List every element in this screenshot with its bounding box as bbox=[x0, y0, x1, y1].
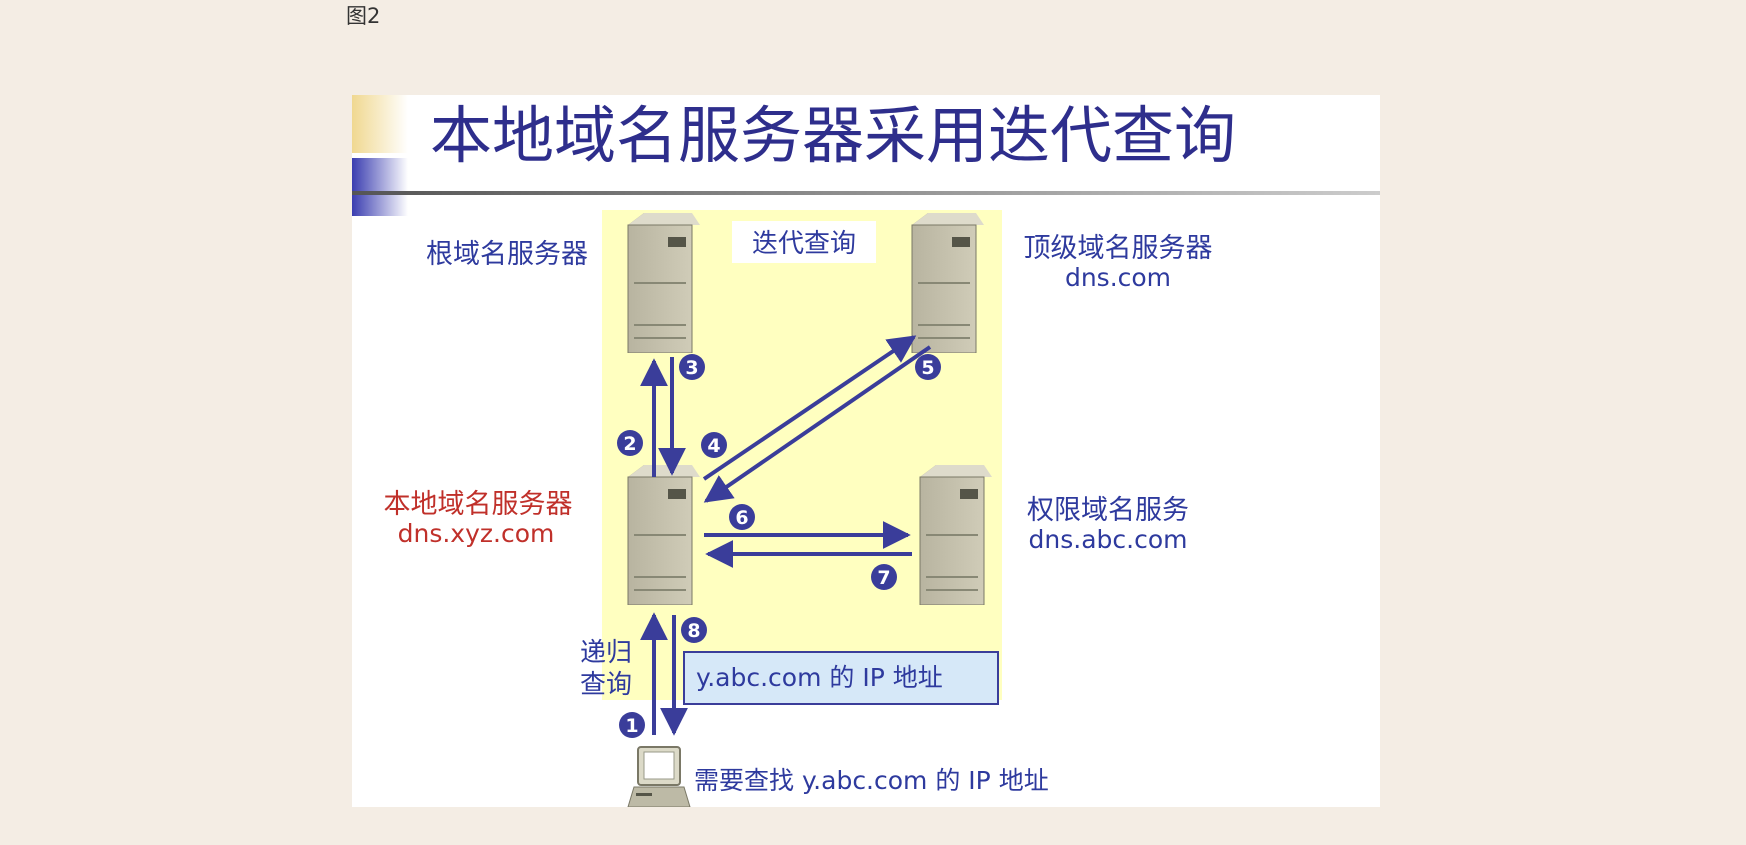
recursive-label-line2: 查询 bbox=[580, 670, 632, 700]
title-accent-yellow bbox=[352, 95, 408, 153]
auth-server-name: 权限域名服务 bbox=[1027, 495, 1189, 526]
svg-text:6: 6 bbox=[735, 507, 748, 529]
svg-text:2: 2 bbox=[623, 433, 636, 455]
answer-box-text: y.abc.com 的 IP 地址 bbox=[696, 663, 943, 692]
answer-box bbox=[683, 651, 999, 705]
auth-server-host: dns.abc.com bbox=[1029, 525, 1188, 554]
tld-server-name: 顶级域名服务器 bbox=[1024, 233, 1213, 264]
step-badge-4: 4 bbox=[701, 432, 727, 458]
title-rule bbox=[352, 191, 1380, 195]
svg-text:4: 4 bbox=[707, 435, 720, 457]
title-accent-blue bbox=[352, 158, 408, 216]
dns-iterative-query-diagram: 本地域名服务器采用迭代查询 迭代查询 根域名服务器 顶级域名服务器 dns.co… bbox=[352, 95, 1380, 807]
svg-text:3: 3 bbox=[685, 357, 698, 379]
iterative-label: 迭代查询 bbox=[752, 229, 856, 259]
step-badge-8: 8 bbox=[681, 617, 707, 643]
step-badge-2: 2 bbox=[617, 430, 643, 456]
tld-server-host: dns.com bbox=[1065, 263, 1171, 292]
step-badge-1: 1 bbox=[619, 712, 645, 738]
svg-text:1: 1 bbox=[625, 715, 638, 737]
svg-text:7: 7 bbox=[877, 567, 890, 589]
figure-caption: 图2 bbox=[346, 4, 381, 28]
step-badge-7: 7 bbox=[871, 564, 897, 590]
svg-text:8: 8 bbox=[687, 620, 700, 642]
iterative-label-box bbox=[732, 221, 876, 263]
auth-server-icon bbox=[919, 465, 992, 605]
local-server-icon bbox=[627, 465, 700, 605]
client-computer-icon bbox=[627, 746, 691, 807]
step-badge-6: 6 bbox=[729, 504, 755, 530]
diagram-title: 本地域名服务器采用迭代查询 bbox=[430, 99, 1236, 172]
arrow-step-5 bbox=[703, 345, 932, 503]
arrow-step-4 bbox=[702, 335, 917, 481]
local-server-name: 本地域名服务器 bbox=[384, 489, 573, 520]
root-server-name: 根域名服务器 bbox=[426, 239, 588, 270]
local-server-host: dns.xyz.com bbox=[398, 519, 555, 548]
step-badge-5: 5 bbox=[915, 354, 941, 380]
root-server-icon bbox=[627, 213, 700, 353]
client-request-text: 需要查找 y.abc.com 的 IP 地址 bbox=[694, 766, 1049, 795]
step-badge-3: 3 bbox=[679, 354, 705, 380]
recursive-label-line1: 递归 bbox=[580, 638, 632, 668]
svg-text:5: 5 bbox=[921, 357, 934, 379]
tld-server-icon bbox=[911, 213, 984, 353]
